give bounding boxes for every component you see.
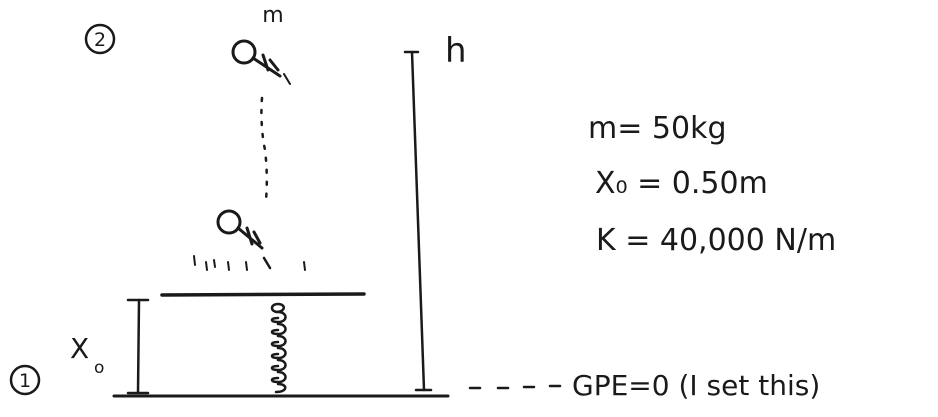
state-2-label: 2 <box>94 29 106 51</box>
given-mass: m= 50kg <box>588 111 727 146</box>
mass-label: m <box>262 3 283 28</box>
height-bracket <box>403 50 433 392</box>
compression-label: X <box>70 332 89 365</box>
reference-note: GPE=0 (I set this) <box>572 369 820 402</box>
height-label: h <box>445 31 467 71</box>
platform <box>160 292 366 297</box>
compression-subscript: o <box>94 358 104 378</box>
given-spring-constant: K = 40,000 N/m <box>596 223 836 258</box>
person-top-figure <box>231 39 291 85</box>
motion-ticks <box>193 255 306 271</box>
reference-dashes <box>468 384 562 390</box>
compression-bracket <box>126 298 150 395</box>
spring <box>270 302 287 394</box>
state-1-label: 1 <box>19 370 31 392</box>
givens-block: m= 50kg X₀ = 0.50m K = 40,000 N/m <box>588 111 836 258</box>
given-compression: X₀ = 0.50m <box>595 166 768 201</box>
person-bottom-figure <box>216 209 272 270</box>
state-1-marker: 1 <box>9 364 41 396</box>
state-2-marker: 2 <box>84 23 116 55</box>
trajectory-dotted-line <box>260 96 269 202</box>
